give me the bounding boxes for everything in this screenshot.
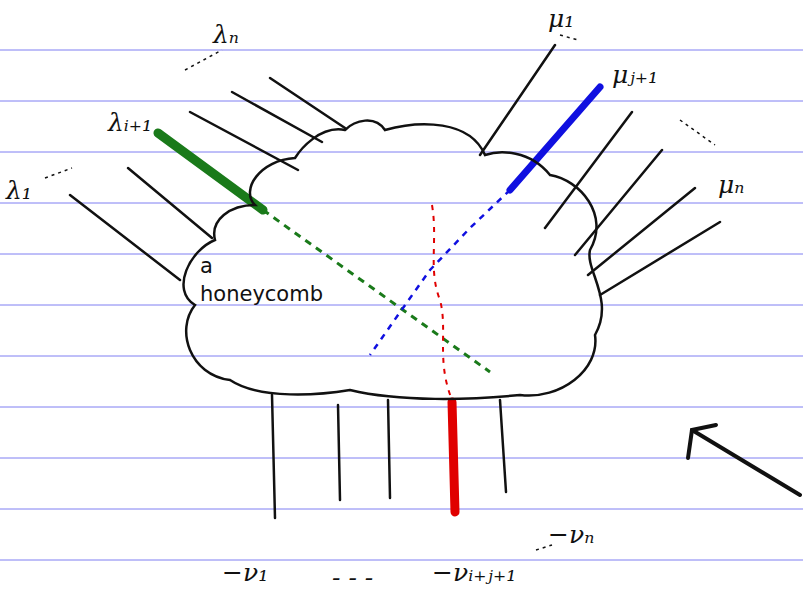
ray-label: - - - — [332, 565, 373, 590]
rays — [70, 45, 720, 518]
ray-label: μ₁ — [548, 6, 574, 31]
blue-dashed — [370, 190, 510, 355]
ellipsis-dashes — [45, 35, 715, 550]
ray-label: −ν₁ — [222, 560, 268, 585]
ray-label: λₙ — [213, 22, 239, 47]
blue-ray — [510, 87, 600, 190]
ruled-lines — [0, 50, 803, 560]
red-ray — [452, 402, 455, 512]
cloud-shape: a honeycomb — [165, 110, 615, 410]
ray-label: μⱼ₊₁ — [612, 62, 658, 87]
ray-label: −νₙ — [548, 522, 594, 547]
node-label: a honeycomb — [200, 252, 323, 309]
cloud-outline — [165, 110, 615, 410]
arrow — [688, 425, 800, 495]
ray-label: λᵢ₊₁ — [108, 110, 152, 135]
ray-label: λ₁ — [6, 178, 32, 203]
ray-label: −νᵢ₊ⱼ₊₁ — [432, 560, 516, 585]
green-ray — [158, 133, 263, 210]
red-dashed — [432, 205, 452, 400]
ray-label: μₙ — [718, 172, 744, 197]
